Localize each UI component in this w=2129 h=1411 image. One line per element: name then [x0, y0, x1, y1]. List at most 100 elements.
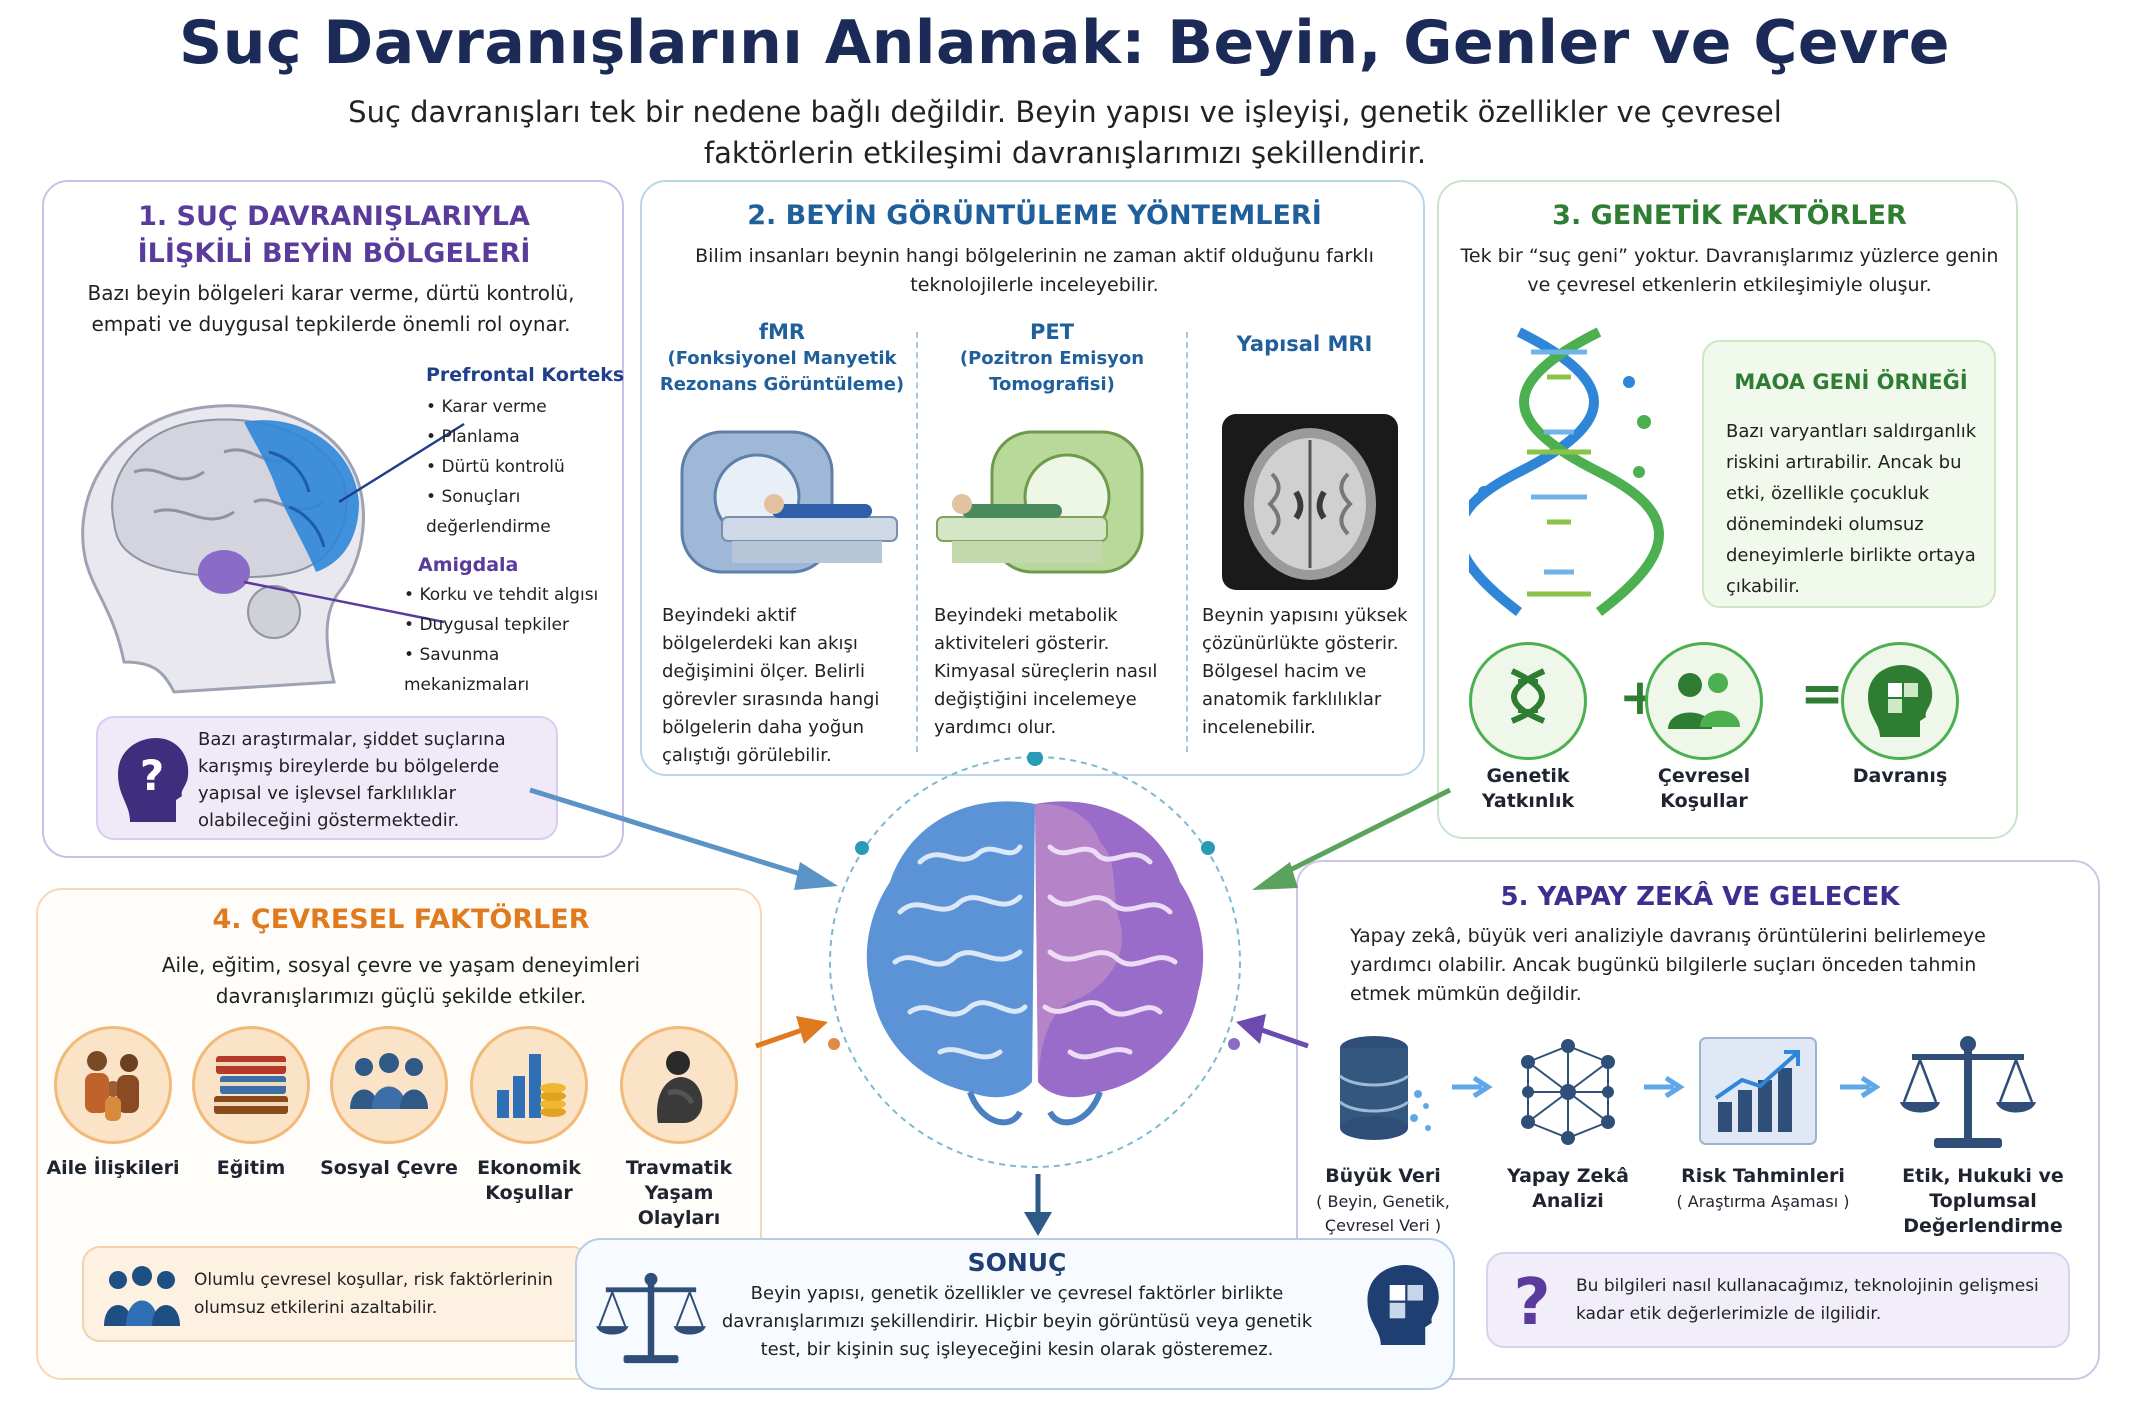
prefrontal-label: Prefrontal Korteks — [426, 364, 625, 386]
scales-icon — [1900, 1036, 2036, 1148]
genetic-intro: Tek bir “suç geni” yoktur. Davranışlarım… — [1460, 245, 1999, 296]
arrow-brain-to-conclusion — [1024, 1174, 1052, 1236]
pet-full-name: (Pozitron Emisyon Tomografisi) — [959, 348, 1145, 395]
dna-icon — [1510, 668, 1546, 724]
question-icon: ? — [1513, 1268, 1550, 1336]
dna-icon — [1469, 327, 1664, 616]
coins-chart-icon — [497, 1054, 566, 1118]
big-data-label: Büyük Veri — [1325, 1165, 1441, 1187]
maoa-text: Bazı varyantları saldırganlık riskini ar… — [1726, 421, 1977, 597]
behavior-label: Davranış — [1852, 765, 1948, 787]
pet-scanner-icon — [936, 430, 1144, 574]
prefrontal-item: Karar verme — [426, 392, 626, 422]
scales-icon — [596, 1272, 706, 1364]
group-icon — [350, 1053, 428, 1109]
books-icon — [214, 1056, 288, 1114]
fmr-title: fMR — [758, 320, 806, 344]
database-icon — [1339, 1036, 1431, 1140]
amygdala-block: Amigdala Korku ve tehdit algısı Duygusal… — [404, 554, 624, 700]
flow-arrow — [1452, 1075, 1493, 1099]
mri-scanner-icon — [680, 430, 898, 574]
arrow-section4-to-brain — [755, 1016, 828, 1049]
big-data-sub: ( Beyin, Genetik, Çevresel Veri ) — [1316, 1192, 1450, 1235]
family-circle — [54, 1026, 172, 1144]
amygdala-label: Amigdala — [418, 554, 519, 576]
mri-scan-image-icon — [1222, 414, 1398, 590]
arrow-section1-to-brain — [529, 787, 838, 890]
svg-text:?: ? — [140, 751, 164, 800]
risk-prediction-label: Risk Tahminleri — [1681, 1165, 1845, 1187]
genetic-factors-panel: 3. GENETİK FAKTÖRLER Tek bir “suç geni” … — [1437, 180, 2018, 839]
family-icon — [85, 1051, 139, 1121]
family-label: Aile İlişkileri — [46, 1157, 180, 1179]
brain-regions-note-text: Bazı araştırmalar, şiddet suçlarına karı… — [198, 729, 506, 831]
chart-icon — [1699, 1037, 1817, 1145]
amygdala-item: Savunma mekanizmaları — [404, 640, 624, 700]
ai-intro: Yapay zekâ, büyük veri analiziyle davran… — [1350, 925, 1986, 1005]
group-icon — [1668, 673, 1740, 729]
brain-regions-note: ? Bazı araştırmalar, şiddet suçlarına ka… — [96, 716, 558, 840]
brain-head-icon — [81, 404, 365, 694]
ai-note-text: Bu bilgileri nasıl kullanacağımız, tekno… — [1576, 1276, 2039, 1324]
sad-person-icon — [656, 1051, 703, 1123]
brain-regions-heading: 1. SUÇ DAVRANIŞLARIYLA İLİŞKİLİ BEYİN BÖ… — [137, 201, 531, 269]
structural-mri-description: Beynin yapısını yüksek çözünürlükte göst… — [1202, 605, 1408, 738]
maoa-title: MAOA GENİ ÖRNEĞİ — [1734, 370, 1968, 394]
conclusion-heading: SONUÇ — [967, 1248, 1067, 1277]
environmental-note-text: Olumlu çevresel koşullar, risk faktörler… — [194, 1270, 553, 1318]
prefrontal-item: Sonuçları değerlendirme — [426, 482, 626, 542]
prefrontal-block: Prefrontal Korteks Karar verme Planlama … — [426, 364, 626, 542]
flow-arrow — [1644, 1075, 1685, 1099]
education-circle — [192, 1026, 310, 1144]
amygdala-item: Korku ve tehdit algısı — [404, 580, 624, 610]
flow-arrow — [1840, 1075, 1881, 1099]
arrow-section5-to-brain — [1236, 1014, 1309, 1049]
page-subtitle: Suç davranışları tek bir nedene bağlı de… — [348, 95, 1782, 170]
pet-title: PET — [1029, 320, 1075, 344]
structural-mri-title: Yapısal MRI — [1236, 332, 1373, 356]
environmental-conditions-label: Çevresel Koşullar — [1657, 765, 1751, 812]
brain-regions-intro: Bazı beyin bölgeleri karar verme, dürtü … — [87, 281, 575, 336]
amygdala-item: Duygusal tepkiler — [404, 610, 624, 640]
fmr-description: Beyindeki aktif bölgelerdeki kan akışı d… — [662, 605, 880, 766]
divider — [916, 332, 918, 752]
economic-circle — [470, 1026, 588, 1144]
question-head-icon: ? — [118, 738, 189, 822]
environmental-intro: Aile, eğitim, sosyal çevre ve yaşam dene… — [161, 953, 641, 1008]
ai-note: ? Bu bilgileri nasıl kullanacağımız, tek… — [1486, 1252, 2070, 1348]
imaging-intro: Bilim insanları beynin hangi bölgelerini… — [695, 245, 1374, 296]
group-icon — [104, 1266, 180, 1326]
pet-description: Beyindeki metabolik aktiviteleri gösteri… — [934, 605, 1158, 738]
ai-heading: 5. YAPAY ZEKÂ VE GELECEK — [1500, 882, 1900, 912]
risk-prediction-sub: ( Araştırma Aşaması ) — [1676, 1192, 1850, 1211]
brain-regions-panel: 1. SUÇ DAVRANIŞLARIYLA İLİŞKİLİ BEYİN BÖ… — [42, 180, 624, 858]
ai-analysis-label: Yapay Zekâ Analizi — [1507, 1165, 1629, 1212]
behavior-circle — [1841, 642, 1959, 760]
economic-label: Ekonomik Koşullar — [477, 1157, 581, 1204]
trauma-circle — [620, 1026, 738, 1144]
education-label: Eğitim — [216, 1157, 286, 1179]
page-title: Suç Davranışlarını Anlamak: Beyin, Genle… — [179, 8, 1950, 78]
environmental-note: Olumlu çevresel koşullar, risk faktörler… — [82, 1246, 590, 1342]
conclusion-panel: SONUÇ Beyin yapısı, genetik özellikler v… — [575, 1238, 1455, 1390]
equals-operator: = — [1800, 664, 1844, 724]
prefrontal-item: Dürtü kontrolü — [426, 452, 626, 482]
divider — [1186, 332, 1188, 752]
svg-text:?: ? — [1513, 1268, 1550, 1336]
arrow-section3-to-brain — [1252, 787, 1452, 890]
ai-future-panel: 5. YAPAY ZEKÂ VE GELECEK Yapay zekâ, büy… — [1296, 860, 2100, 1380]
puzzle-head-icon — [1367, 1265, 1439, 1345]
trauma-label: Travmatik Yaşam Olayları — [625, 1157, 733, 1229]
central-brain-icon — [828, 752, 1241, 1168]
ethics-evaluation-label: Etik, Hukuki ve Toplumsal Değerlendirme — [1902, 1165, 2064, 1237]
environmental-conditions-circle — [1645, 642, 1763, 760]
imaging-heading: 2. BEYİN GÖRÜNTÜLEME YÖNTEMLERİ — [747, 200, 1322, 231]
genetic-predisposition-label: Genetik Yatkınlık — [1481, 765, 1575, 812]
maoa-box: MAOA GENİ ÖRNEĞİ Bazı varyantları saldır… — [1702, 340, 1996, 608]
puzzle-head-icon — [1868, 665, 1933, 737]
genetic-predisposition-circle — [1469, 642, 1587, 760]
environmental-heading: 4. ÇEVRESEL FAKTÖRLER — [212, 904, 590, 935]
conclusion-text: Beyin yapısı, genetik özellikler ve çevr… — [721, 1283, 1313, 1360]
imaging-methods-panel: 2. BEYİN GÖRÜNTÜLEME YÖNTEMLERİ Bilim in… — [640, 180, 1425, 776]
fmr-full-name: (Fonksiyonel Manyetik Rezonans Görüntüle… — [659, 348, 905, 395]
